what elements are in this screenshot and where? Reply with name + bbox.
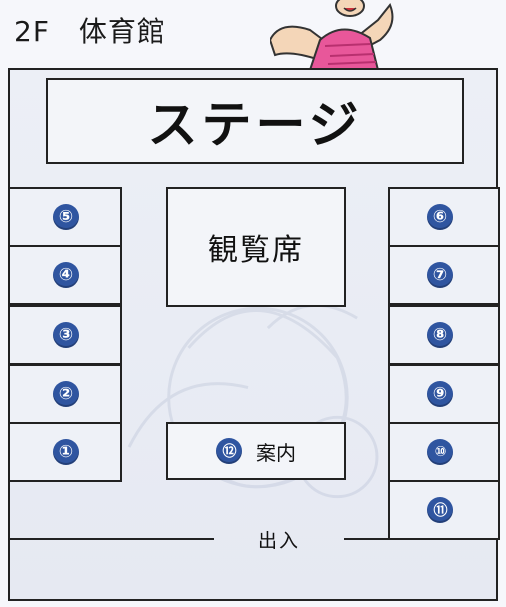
information-desk: ⑫ 案内 — [166, 422, 346, 480]
entrance-wall-left — [8, 538, 214, 540]
booth-6: ⑥ — [388, 187, 500, 247]
booth-number-badge: ④ — [53, 262, 79, 288]
stage: ステージ — [46, 78, 464, 164]
booth-3: ③ — [8, 305, 122, 365]
booth-number-badge: ⑨ — [427, 381, 453, 407]
entrance-label: 出入 — [257, 530, 300, 552]
booth-7: ⑦ — [388, 245, 500, 305]
booth-5: ⑤ — [8, 187, 122, 247]
booth-1: ① — [8, 422, 122, 482]
booth-number-badge: ① — [53, 439, 79, 465]
booth-number-badge: ⑩ — [427, 439, 453, 465]
booth-10: ⑩ — [388, 422, 500, 482]
booth-number-badge: ② — [53, 381, 79, 407]
seating-label: 観覧席 — [208, 233, 304, 268]
floor-label: 2F 体育館 — [14, 15, 166, 48]
gymnasium-floor-plan: ステージ 観覧席 ⑤ ④ ③ ② ① ⑥ ⑦ ⑧ ⑨ ⑩ ⑪ ⑫ 案内 出入 — [8, 68, 500, 601]
spectator-seating: 観覧席 — [166, 187, 346, 307]
info-label: 案内 — [256, 440, 296, 465]
booth-11: ⑪ — [388, 480, 500, 540]
booth-number-badge: ⑧ — [427, 322, 453, 348]
booth-number-badge: ⑥ — [427, 204, 453, 230]
booth-number-badge: ⑦ — [427, 262, 453, 288]
entrance-wall-right — [344, 538, 500, 540]
booth-9: ⑨ — [388, 364, 500, 424]
booth-4: ④ — [8, 245, 122, 305]
booth-number-badge: ⑤ — [53, 204, 79, 230]
booth-number-badge: ③ — [53, 322, 79, 348]
mascot-illustration — [270, 0, 394, 70]
stage-label: ステージ — [147, 96, 363, 154]
info-number-badge: ⑫ — [216, 438, 242, 464]
booth-number-badge: ⑪ — [427, 497, 453, 523]
booth-2: ② — [8, 364, 122, 424]
booth-8: ⑧ — [388, 305, 500, 365]
